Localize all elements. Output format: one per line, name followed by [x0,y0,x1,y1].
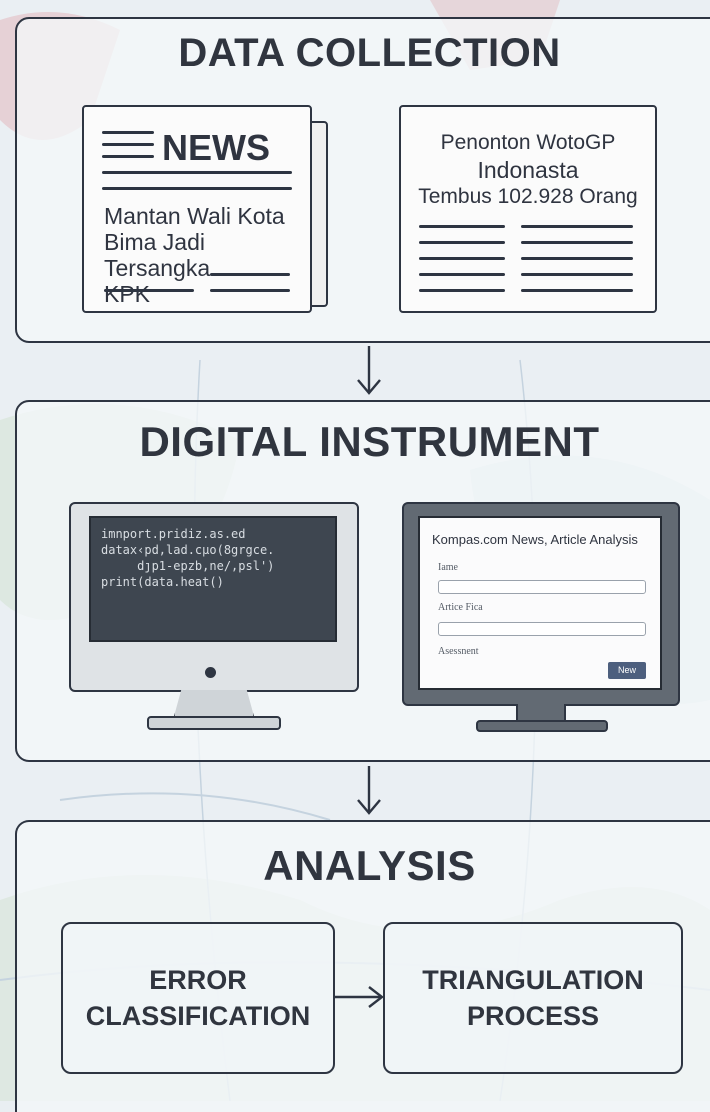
column-line [419,241,505,244]
column-line [521,241,633,244]
code-editor: imnport.pridiz.as.ed datax‹pd,lad.cµo(8gr… [89,516,337,642]
column-line [521,225,633,228]
column-line [419,257,505,260]
masthead-line [102,131,154,134]
column-line [521,289,633,292]
column-line [521,273,633,276]
column-line [419,273,505,276]
box-label-line: PROCESS [466,1001,600,1031]
form-label-name: Iame [438,562,458,573]
motogp-headline-1: Penonton WotoGP [440,131,616,154]
headline-line-1: Mantan Wali Kota [104,203,285,229]
article-input[interactable] [438,622,646,636]
column-line [521,257,633,260]
column-line [104,289,194,292]
news-card-motogp: Penonton WotoGP Indonasta Tembus 102.928… [399,105,659,315]
right-arrow-icon [335,986,384,1008]
news-card-corruption: NEWS Mantan Wali Kota Bima Jadi Tersangk… [82,105,332,315]
digital-instrument-title: DIGITAL INSTRUMENT [139,418,600,465]
box-label-line: CLASSIFICATION [85,1001,311,1031]
masthead-line [102,155,154,158]
motogp-card-sheet: Penonton WotoGP Indonasta Tembus 102.928… [399,105,657,313]
rule-line [102,187,292,190]
new-button[interactable]: New [608,662,646,679]
data-collection-panel: DATA COLLECTION NEWS Mantan Wali Kota Bi… [15,17,710,343]
headline-line-3: KPK [104,281,151,307]
code-line: datax‹pd,lad.cµo(8grgce. [101,543,275,557]
code-line: imnport.pridiz.as.ed [101,527,246,541]
code-line: print(data.heat() [101,575,224,589]
news-masthead: NEWS [162,127,270,168]
analysis-title: ANALYSIS [263,842,476,889]
news-card-front-sheet: NEWS Mantan Wali Kota Bima Jadi Tersangk… [82,105,312,313]
triangulation-process-box: TRIANGULATION PROCESS [383,922,683,1074]
monitor-stand [173,690,255,720]
down-arrow-icon [357,766,381,815]
form-title: Kompas.com News, Article Analysis [432,532,638,547]
news-headline: Mantan Wali Kota Bima Jadi Tersangka KPK [104,203,310,307]
headline-line-2: Bima Jadi Tersangka [104,229,211,281]
code-monitor: imnport.pridiz.as.ed datax‹pd,lad.cµo(8gr… [69,502,359,734]
error-classification-box: ERROR CLASSIFICATION [61,922,335,1074]
analysis-panel: ANALYSIS ERROR CLASSIFICATION TRIANGULAT… [15,820,710,1112]
analysis-form: Kompas.com News, Article Analysis Iame A… [418,516,662,690]
column-line [210,273,290,276]
motogp-headline-3: Tembus 102.928 Orang [418,185,638,208]
masthead-line [102,143,154,146]
power-led-icon [205,667,216,678]
motogp-headline-2: Indonasta [477,157,579,183]
monitor-base [476,720,608,732]
column-line [419,225,505,228]
form-label-assessment: Asessnent [438,646,479,657]
box-label-line: TRIANGULATION [422,965,644,995]
down-arrow-icon [357,346,381,395]
rule-line [102,171,292,174]
form-monitor: Kompas.com News, Article Analysis Iame A… [402,502,692,734]
name-input[interactable] [438,580,646,594]
column-line [210,289,290,292]
digital-instrument-panel: DIGITAL INSTRUMENT imnport.pridiz.as.ed d… [15,400,710,762]
form-label-article: Artice Fica [438,602,483,613]
data-collection-title: DATA COLLECTION [178,31,561,75]
column-line [419,289,505,292]
code-line: dȷp1-epzb,ne/,psl') [101,559,275,573]
monitor-base [147,716,281,730]
box-label-line: ERROR [149,965,247,995]
